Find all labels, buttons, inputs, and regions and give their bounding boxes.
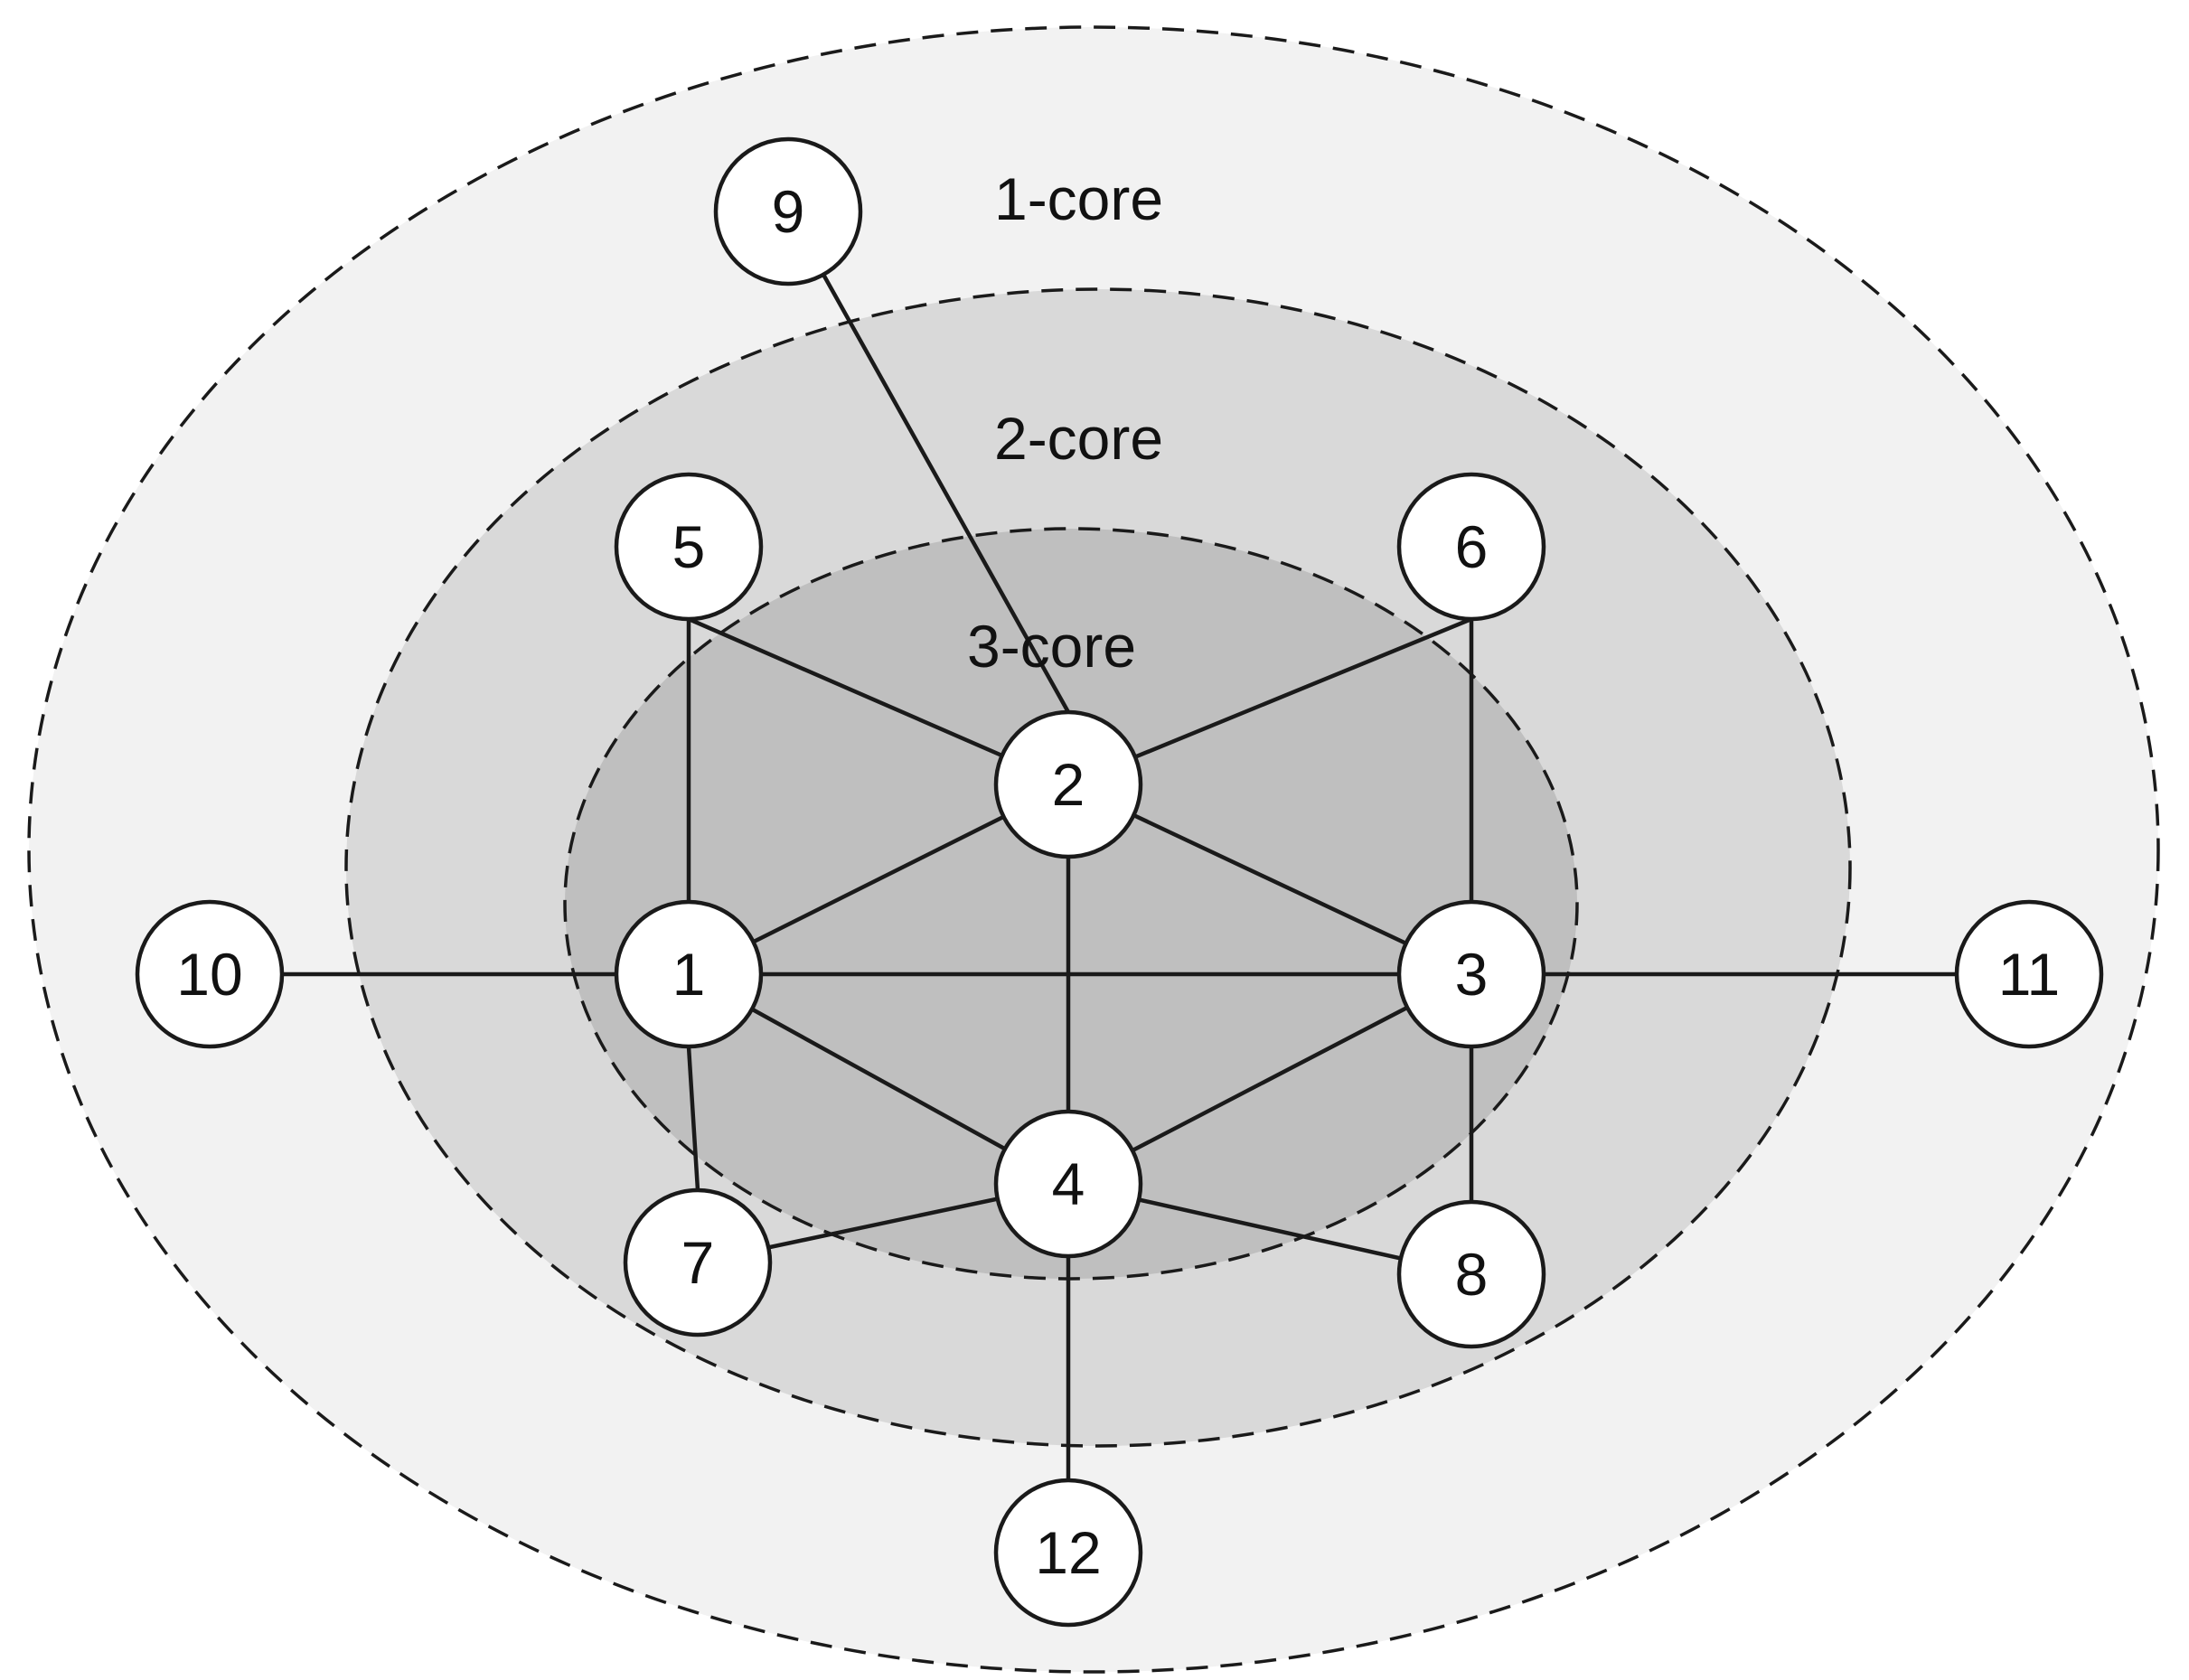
node-7: 7 [623, 1187, 773, 1337]
core-region-3 [563, 527, 1579, 1281]
node-circle-5 [614, 472, 764, 622]
node-label-6: 6 [1455, 513, 1489, 580]
node-2: 2 [993, 709, 1143, 859]
core-label-2: 2-core [994, 405, 1163, 472]
node-circle-2 [993, 709, 1143, 859]
edge-9-2 [785, 209, 1071, 715]
node-6: 6 [1396, 472, 1546, 622]
node-circle-12 [993, 1478, 1143, 1628]
node-circle-3 [1396, 899, 1546, 1049]
node-8: 8 [1396, 1199, 1546, 1349]
node-label-12: 12 [1035, 1519, 1101, 1586]
node-circle-7 [623, 1187, 773, 1337]
edge-1-7 [686, 1044, 700, 1193]
node-label-2: 2 [1052, 751, 1085, 818]
node-circle-10 [135, 899, 285, 1049]
node-label-11: 11 [1998, 941, 2061, 1008]
node-10: 10 [135, 899, 285, 1049]
node-label-7: 7 [681, 1229, 715, 1296]
node-label-8: 8 [1455, 1241, 1489, 1308]
node-label-9: 9 [772, 178, 805, 245]
node-circle-11 [1954, 899, 2104, 1049]
node-3: 3 [1396, 899, 1546, 1049]
edge-3-4 [1066, 971, 1474, 1187]
node-11: 11 [1954, 899, 2104, 1049]
node-4: 4 [993, 1109, 1143, 1259]
node-label-10: 10 [176, 941, 242, 1008]
node-circle-1 [614, 899, 764, 1049]
node-circle-6 [1396, 472, 1546, 622]
node-circle-9 [713, 136, 863, 286]
node-9: 9 [713, 136, 863, 286]
core-label-1: 1-core [994, 165, 1163, 232]
node-1: 1 [614, 899, 764, 1049]
node-circle-8 [1396, 1199, 1546, 1349]
core-label-3: 3-core [967, 613, 1136, 680]
node-label-1: 1 [672, 941, 706, 1008]
node-circle-4 [993, 1109, 1143, 1259]
node-label-5: 5 [672, 513, 706, 580]
node-label-4: 4 [1052, 1150, 1085, 1217]
node-5: 5 [614, 472, 764, 622]
node-label-3: 3 [1455, 941, 1489, 1008]
node-12: 12 [993, 1478, 1143, 1628]
